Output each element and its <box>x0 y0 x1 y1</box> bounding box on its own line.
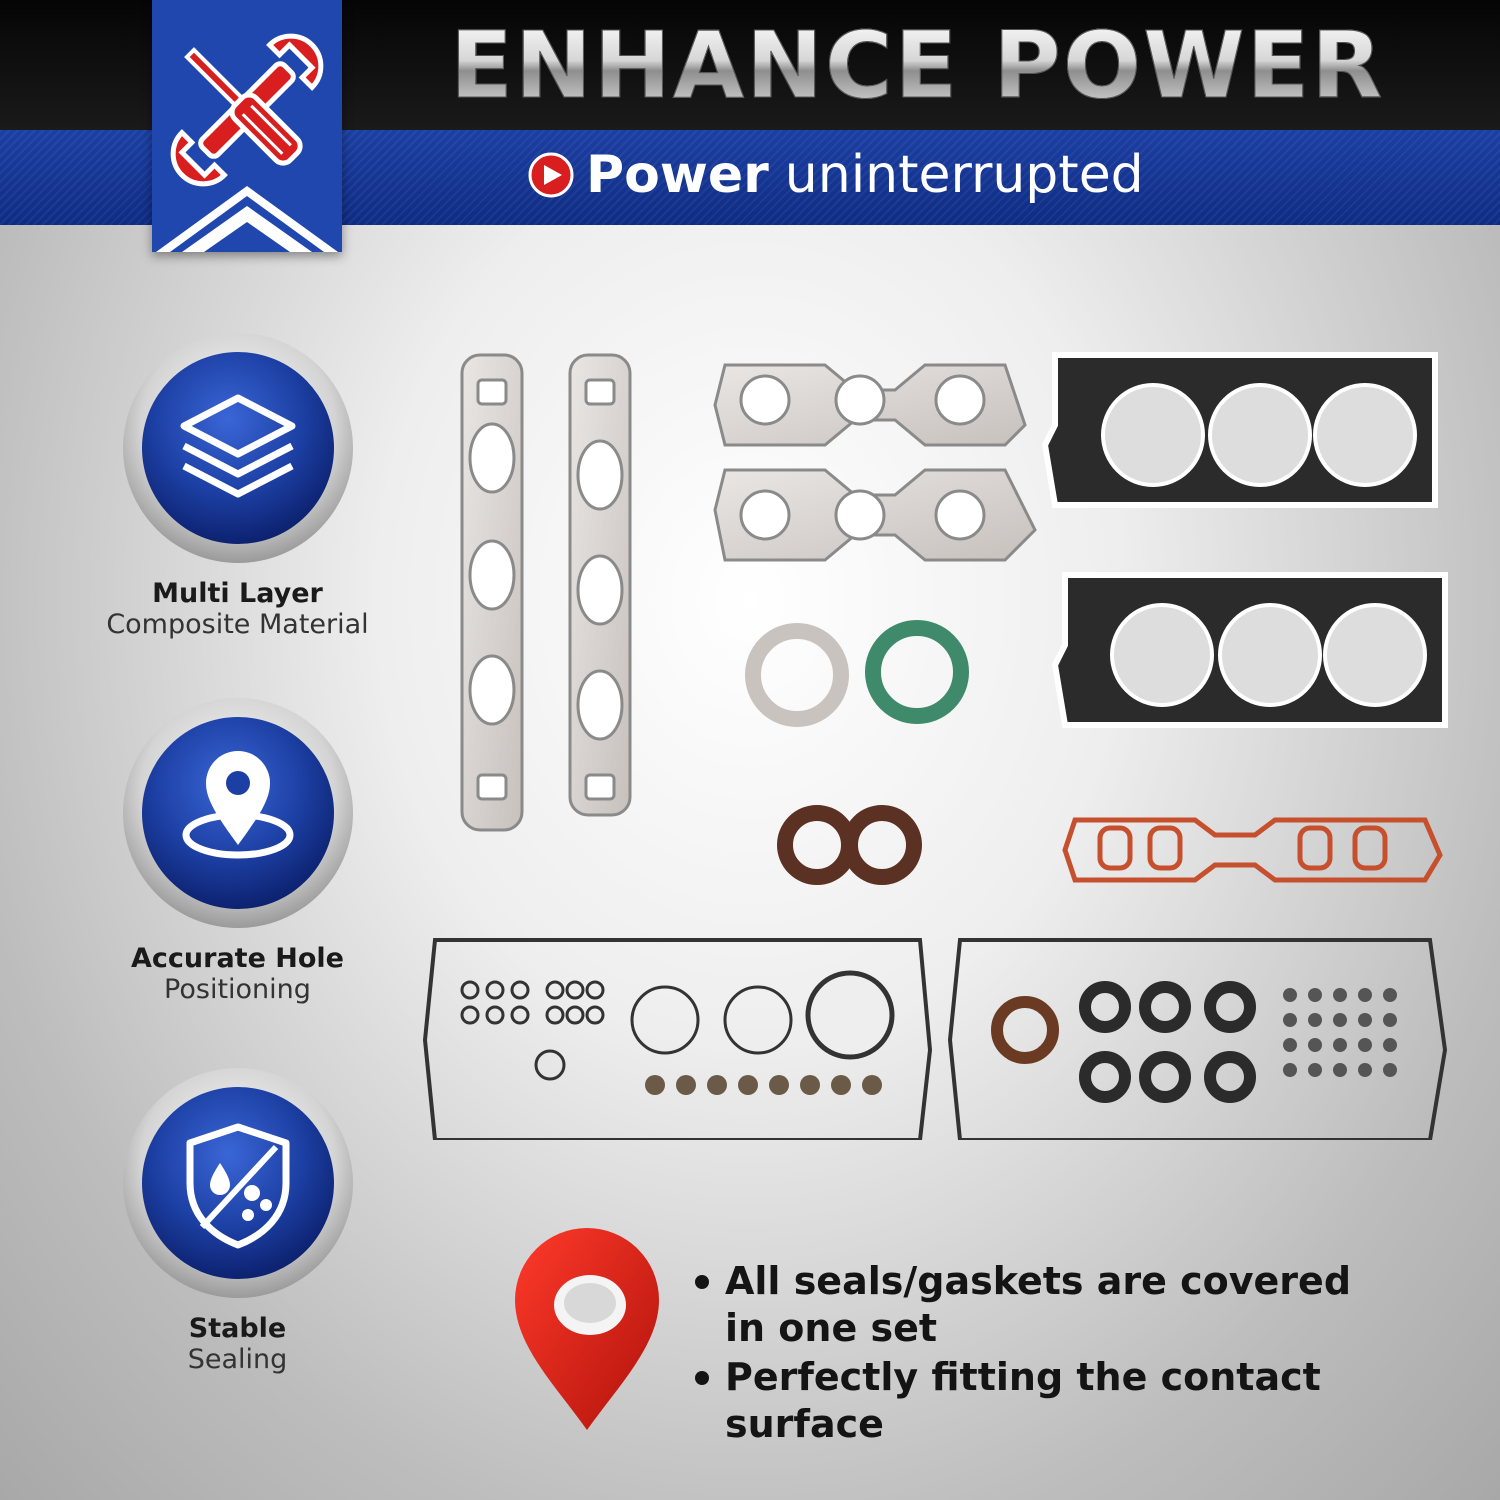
head-gasket-bottom <box>1051 572 1448 728</box>
oil-seal <box>777 805 857 885</box>
exhaust-gasket-top <box>713 363 1027 447</box>
location-pin-icon <box>122 698 353 928</box>
bullet-item: Perfectly fitting the contact surface <box>695 1354 1395 1448</box>
manifold-gasket-right <box>568 353 632 817</box>
oil-seal <box>842 805 922 885</box>
gasket-set-illustration <box>422 352 1448 1140</box>
red-map-pin-icon <box>515 1227 659 1430</box>
ring-seal <box>865 620 969 724</box>
valve-cover-gasket-left <box>422 938 933 1140</box>
intake-gasket <box>1062 817 1443 883</box>
feature-accurate-hole: Accurate Hole Positioning <box>105 695 370 1005</box>
feature-title: Accurate Hole <box>131 943 344 974</box>
layers-icon <box>122 333 353 563</box>
feature-subtitle: Positioning <box>164 974 311 1005</box>
play-icon <box>528 152 574 198</box>
feature-multi-layer: Multi Layer Composite Material <box>105 330 370 640</box>
brand-logo <box>152 0 342 252</box>
valve-cover-gasket-right <box>947 938 1448 1140</box>
tagline: Power uninterrupted <box>528 140 1144 210</box>
tagline-rest: uninterrupted <box>784 145 1144 205</box>
wrench-screwdriver-icon <box>156 33 338 252</box>
feature-subtitle: Composite Material <box>106 609 369 640</box>
exhaust-gasket-bottom <box>713 468 1037 562</box>
head-gasket-top <box>1041 352 1438 508</box>
feature-title: Multi Layer <box>152 578 323 609</box>
feature-title: Stable <box>188 1313 287 1344</box>
tagline-bold: Power <box>586 145 769 205</box>
feature-stable-sealing: Stable Sealing <box>105 1065 370 1375</box>
shield-drops-icon <box>122 1068 353 1298</box>
bullet-item: All seals/gaskets are covered in one set <box>695 1258 1395 1352</box>
ring-seal <box>745 623 849 727</box>
feature-bullets: All seals/gaskets are covered in one set… <box>695 1258 1395 1450</box>
manifold-gasket-left <box>460 353 524 832</box>
feature-subtitle: Sealing <box>187 1344 288 1375</box>
headline: ENHANCE POWER <box>449 12 1385 120</box>
